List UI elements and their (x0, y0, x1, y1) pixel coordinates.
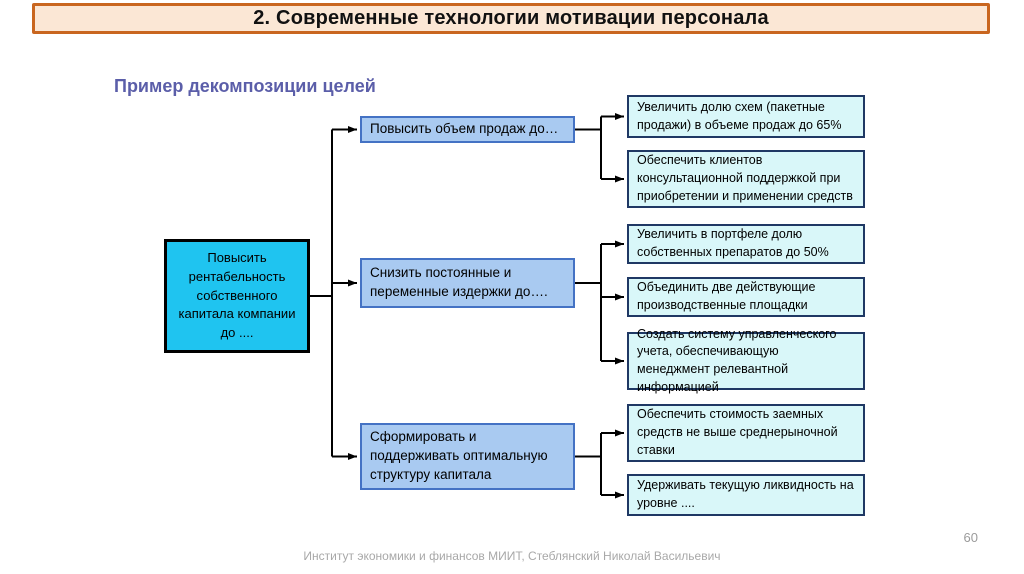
leaf-goal-box-merge-sites: Объединить две действующие производствен… (627, 277, 865, 317)
leaf-goal-box-management-accounting: Создать систему управленческого учета, о… (627, 327, 865, 394)
leaf-goal-box-own-products: Увеличить в портфеле долю собственных пр… (627, 224, 865, 264)
footer-credit: Институт экономики и финансов МИИТ, Стеб… (303, 549, 721, 563)
mid-goal-box-costs: Снизить постоянные и переменные издержки… (360, 258, 575, 308)
leaf-goal-box-borrowing-cost: Обеспечить стоимость заемных средств не … (627, 404, 865, 462)
mid-goal-box-capital-structure: Сформировать и поддерживать оптимальную … (360, 423, 575, 490)
root-goal-box: Повысить рентабельность собственного кап… (164, 239, 310, 353)
leaf-goal-box-client-support: Обеспечить клиентов консультационной под… (627, 150, 865, 208)
slide-title-bar: 2. Современные технологии мотивации перс… (32, 3, 990, 34)
section-subtitle: Пример декомпозиции целей (114, 76, 376, 96)
page-number: 60 (963, 530, 978, 545)
mid-goal-box-sales: Повысить объем продаж до… (360, 116, 575, 143)
leaf-goal-box-liquidity: Удерживать текущую ликвидность на уровне… (627, 474, 865, 516)
slide-title: 2. Современные технологии мотивации перс… (253, 7, 769, 29)
leaf-goal-box-package-sales: Увеличить долю схем (пакетные продажи) в… (627, 95, 865, 138)
